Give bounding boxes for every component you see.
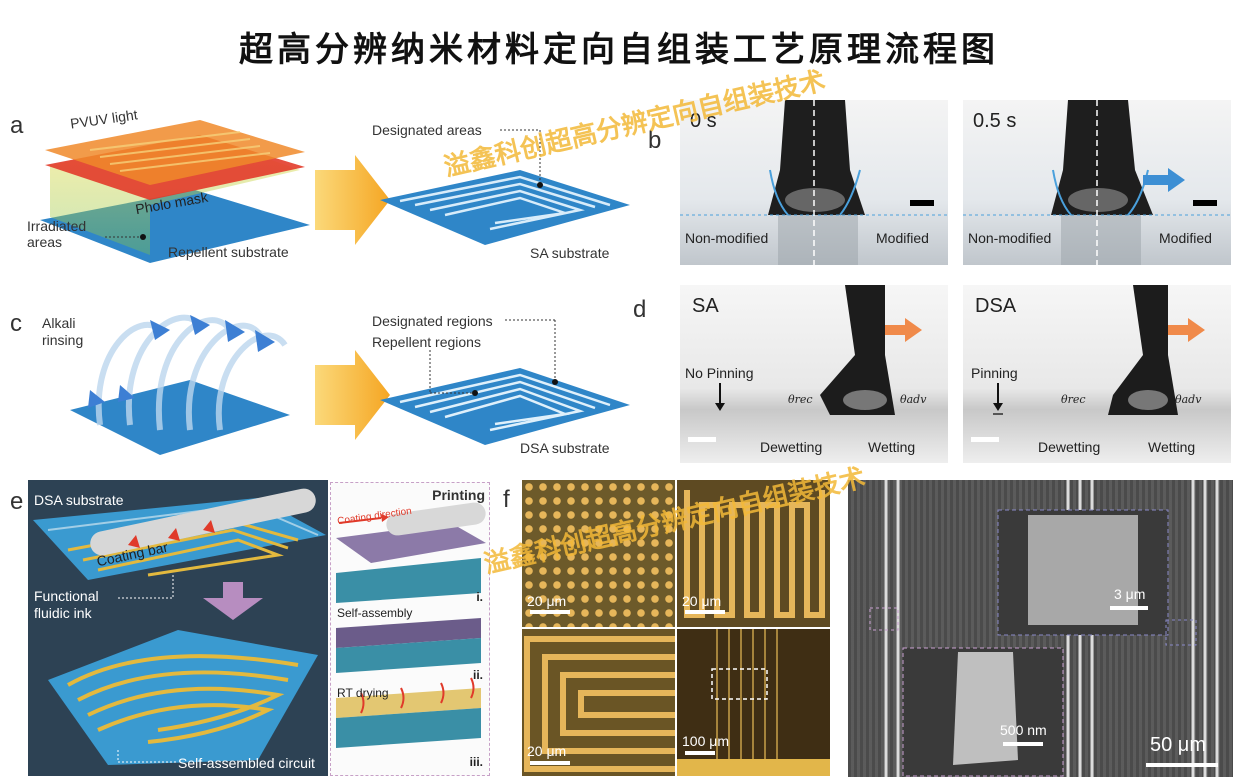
scale-bar-g2 (1003, 742, 1043, 746)
panel-f-letter: f (503, 486, 510, 513)
scale-bar-f4 (685, 751, 715, 755)
step-ii-label: ii. (472, 668, 483, 682)
down-arrow (203, 582, 263, 620)
scale-label-f3: 20 μm (527, 743, 567, 759)
dsa-substrate-label-c: DSA substrate (520, 440, 610, 456)
panel-c-letter: c (10, 310, 22, 337)
self-assembly-label: Self-assembly (337, 606, 413, 620)
panel-b-photo-0s: 0 s Non-modified Modified (680, 100, 948, 265)
sa-title: SA (692, 295, 719, 317)
step-i-label: i. (476, 590, 483, 604)
panel-b-photo-05s: 0.5 s Non-modified Modified (963, 100, 1231, 265)
functional-ink-label: Functional fluidic ink (34, 588, 99, 621)
printing-title: Printing (432, 487, 485, 503)
panel-c-diagram (70, 314, 630, 455)
irradiated-areas-label: Irradiated areas (27, 218, 87, 250)
dsa-substrate-shape (380, 368, 630, 445)
repellent-substrate-label: Repellent substrate (168, 244, 289, 260)
scale-label-f2: 20 μm (682, 593, 722, 609)
dsa-title: DSA (975, 295, 1017, 317)
theta-adv-label-sa: θadv (900, 393, 927, 406)
dewetting-label-sa: Dewetting (760, 439, 823, 455)
panel-f-lines: 100 μm (677, 629, 830, 776)
scale-label-g2: 500 nm (1000, 722, 1047, 738)
wetting-label-dsa: Wetting (1148, 439, 1196, 455)
dewetting-label-dsa: Dewetting (1038, 439, 1101, 455)
panel-a-letter: a (10, 112, 24, 139)
rt-drying-label: RT drying (337, 686, 389, 700)
motion-arrow (1143, 168, 1185, 192)
time-05s-label: 0.5 s (973, 110, 1017, 132)
modified-label-05s: Modified (1159, 230, 1212, 246)
scale-bar-f3 (530, 761, 570, 765)
printing-inset: Printing Coating direction i. Self-assem… (330, 482, 490, 776)
theta-adv-label-dsa: θadv (1175, 393, 1202, 406)
sa-substrate-shape (380, 170, 630, 245)
coating-bar-shape (90, 488, 316, 556)
sa-substrate-label: SA substrate (530, 245, 610, 261)
panel-e-letter: e (10, 488, 24, 515)
theta-rec-label-dsa: θrec (1061, 393, 1086, 406)
panel-b-letter: b (648, 127, 662, 154)
wetting-label-sa: Wetting (868, 439, 916, 455)
scale-label-g3: 50 μm (1150, 734, 1206, 756)
scale-label-f4: 100 μm (682, 733, 729, 749)
scale-bar-f2 (685, 610, 725, 614)
pinning-label: Pinning (971, 365, 1018, 381)
designated-areas-label: Designated areas (372, 122, 482, 138)
panel-a-diagram (40, 120, 630, 263)
designated-regions-label: Designated regions (372, 313, 493, 329)
page-title: 超高分辨纳米材料定向自组装工艺原理流程图 (239, 30, 999, 70)
theta-rec-label-sa: θrec (788, 393, 813, 406)
panel-g-sem: 3 μm 500 nm 50 μm (848, 480, 1233, 777)
scale-label-g1: 3 μm (1114, 586, 1146, 602)
panel-d-photo-dsa: DSA Pinning θrec θadv Dewetting Wetting (963, 285, 1231, 463)
scale-bar-g1 (1110, 606, 1148, 610)
panel-e-main: DSA substrate Coating bar Functional flu… (28, 480, 328, 776)
panel-d-photo-sa: SA No Pinning θrec θadv Dewetting Wettin… (680, 285, 948, 463)
process-arrow-c (315, 350, 390, 440)
repellent-regions-label: Repellent regions (372, 334, 481, 350)
scale-bar-g3 (1146, 763, 1218, 767)
step-iii-label: iii. (469, 755, 483, 769)
dsa-substrate-label-e: DSA substrate (34, 492, 124, 508)
scale-bar-f1 (530, 610, 570, 614)
scale-label-f1: 20 μm (527, 593, 567, 609)
panel-f-dots: 20 μm (522, 480, 675, 627)
panel-f-serpentine: 20 μm (677, 480, 830, 627)
non-modified-label-05s: Non-modified (968, 230, 1052, 246)
self-assembled-circuit-label: Self-assembled circuit (178, 755, 315, 771)
non-modified-label-0s: Non-modified (685, 230, 769, 246)
time-0s-label: 0 s (690, 110, 717, 132)
alkali-rinsing-label: Alkali rinsing (42, 315, 84, 348)
modified-label-0s: Modified (876, 230, 929, 246)
no-pinning-label: No Pinning (685, 365, 754, 381)
panel-d-letter: d (633, 296, 647, 323)
panel-f-nested: 20 μm (522, 629, 675, 776)
process-arrow-a (315, 155, 390, 245)
